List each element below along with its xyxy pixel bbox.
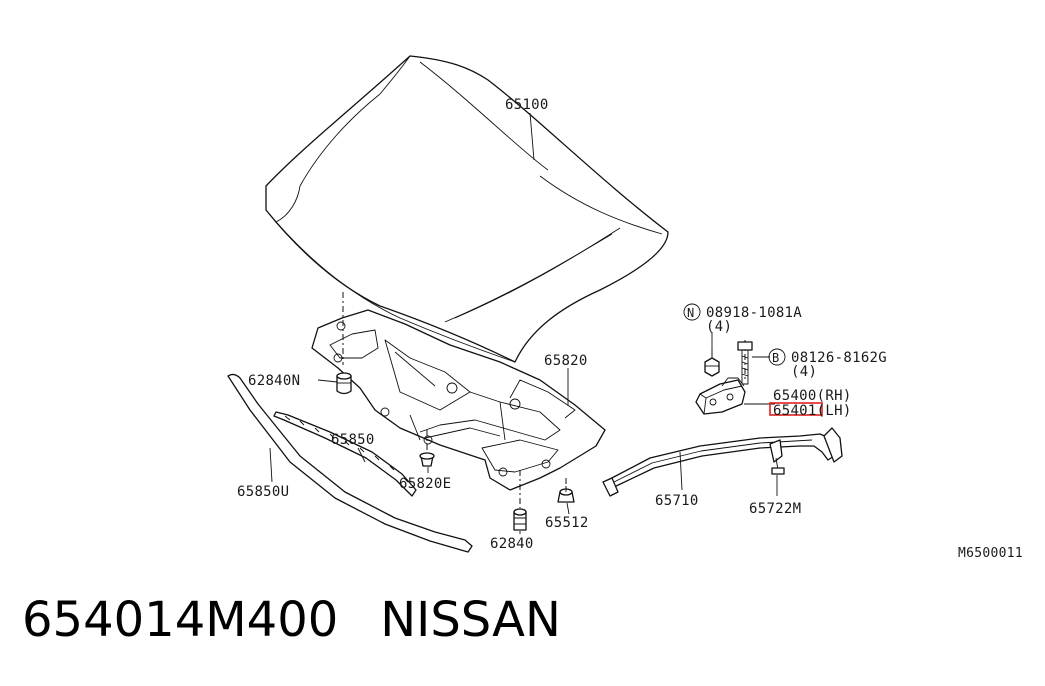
rod-holder	[769, 439, 785, 475]
label-65850: 65850	[331, 432, 375, 448]
label-nut-qty: (4)	[706, 319, 732, 335]
hood-hinge	[695, 377, 746, 415]
label-65820e: 65820E	[399, 476, 451, 492]
bumper-rubber-62840	[513, 508, 527, 531]
hood-seal-lower	[227, 373, 473, 553]
label-65401-lh: 65401(LH)	[773, 403, 852, 419]
clip-65820e	[419, 452, 435, 467]
label-08918-1081a: 08918-1081A	[706, 305, 802, 321]
label-65820: 65820	[544, 353, 588, 369]
nut-symbol-circle	[683, 303, 701, 321]
bumper-rubber-62840n	[336, 372, 352, 395]
support-rod	[602, 427, 843, 497]
hinge-bolt	[737, 341, 753, 385]
label-65722m: 65722M	[749, 501, 801, 517]
clip-65512	[557, 486, 575, 503]
label-bolt-qty: (4)	[791, 364, 817, 380]
label-65512: 65512	[545, 515, 589, 531]
bolt-symbol-circle	[768, 348, 786, 366]
caption-part-number: 654014M400	[22, 592, 339, 648]
label-65850u: 65850U	[237, 484, 289, 500]
hood-seal-upper	[273, 411, 417, 497]
part-labels: 65100 65820 62840N 65850 65850U 65820E 6…	[237, 97, 1023, 561]
label-65400-rh: 65400(RH)	[773, 388, 852, 404]
hinge-nut	[704, 357, 720, 377]
bolt-symbol-letter: B	[772, 351, 780, 365]
label-ref-code: M6500011	[958, 546, 1023, 561]
label-62840: 62840	[490, 536, 534, 552]
hood-insulator	[311, 309, 606, 491]
nut-symbol-letter: N	[687, 306, 695, 320]
label-65710: 65710	[655, 493, 699, 509]
label-65100: 65100	[505, 97, 549, 113]
label-62840n: 62840N	[248, 373, 300, 389]
caption-brand: NISSAN	[380, 592, 561, 648]
highlight-box	[769, 402, 823, 416]
hood-panel	[265, 55, 669, 363]
label-08126-8162g: 08126-8162G	[791, 350, 887, 366]
